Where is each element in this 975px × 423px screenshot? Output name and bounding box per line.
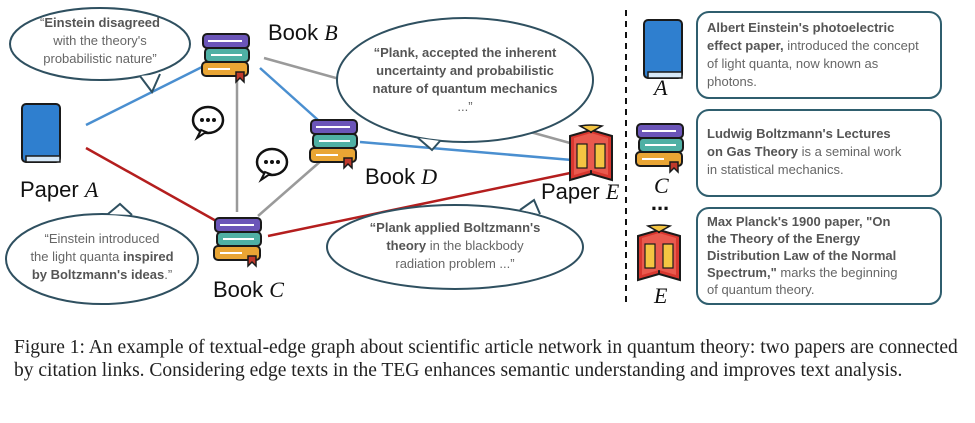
open-book-icon	[637, 224, 681, 281]
text-segment: “	[40, 15, 44, 30]
text-segment: Albert Einstein's photoelectric	[707, 20, 894, 35]
edge-d-e	[359, 140, 573, 162]
bubble-plank-accepted-text: “Plank, accepted the inherent uncertainty…	[373, 45, 558, 114]
node-book-c: Book C	[213, 217, 284, 302]
legend-item-e: E Max Planck's 1900 paper, "On the Theory…	[637, 207, 942, 308]
edge-c-e	[267, 170, 576, 238]
text-segment: in the blackbody	[426, 238, 524, 253]
text-segment: by Boltzmann's ideas	[32, 267, 164, 282]
blue-book-icon	[643, 19, 683, 79]
text-segment: introduced the concept	[784, 38, 920, 53]
legend-description: Ludwig Boltzmann's Lectures on Gas Theory…	[707, 126, 902, 177]
bubble-plank-applied-text: “Plank applied Boltzmann's theory in the …	[370, 220, 541, 271]
text-segment: Ludwig Boltzmann's Lectures	[707, 126, 891, 141]
book-stack-icon	[309, 119, 358, 169]
legend-description: Max Planck's 1900 paper, "On the Theory o…	[707, 214, 897, 297]
node-book-d-label: Book D	[365, 164, 437, 189]
legend-description: Albert Einstein's photoelectric effect pa…	[707, 20, 919, 89]
text-segment: the light quanta	[30, 249, 123, 264]
book-stack-icon	[201, 33, 250, 83]
text-segment: the Theory of the Energy	[707, 231, 861, 246]
figure-caption: Figure 1: An example of textual-edge gra…	[14, 337, 958, 381]
text-segment: theory	[386, 238, 427, 253]
teg-diagram: “Einstein disagreed with the theory's prob…	[5, 7, 942, 308]
legend-item-c: C Ludwig Boltzmann's Lectures on Gas Theo…	[635, 109, 942, 198]
text-segment: ...”	[457, 99, 472, 114]
bubble-einstein-disagreed: “Einstein disagreed with the theory's prob…	[9, 7, 191, 94]
text-segment: with the theory's	[52, 33, 147, 48]
bubble-einstein-introduced: “Einstein introduced the light quanta ins…	[5, 202, 199, 305]
open-book-icon	[569, 124, 613, 181]
edge-b-d	[259, 67, 319, 121]
text-segment: .”	[164, 267, 172, 282]
text-segment: “Plank applied Boltzmann's	[370, 220, 541, 235]
blue-book-icon	[21, 103, 61, 163]
chat-bubble-icon	[191, 105, 225, 140]
node-book-b: Book B	[201, 20, 338, 83]
text-segment: “Einstein introduced	[45, 231, 160, 246]
legend-ellipsis: ...	[651, 190, 669, 215]
text-segment: of quantum theory.	[707, 282, 814, 297]
node-book-b-label: Book B	[268, 20, 338, 45]
legend-letter: E	[653, 283, 668, 308]
node-book-d: Book D	[309, 119, 437, 189]
legend-item-a: A Albert Einstein's photoelectric effect …	[643, 11, 942, 100]
chat-bubble-icon	[255, 147, 289, 182]
text-segment: Distribution Law of the Normal	[707, 248, 896, 263]
edge-a-c	[85, 146, 219, 224]
node-paper-e: Paper E	[541, 124, 620, 204]
text-segment: radiation problem ...”	[395, 256, 514, 271]
node-paper-a-label: Paper A	[20, 177, 99, 202]
text-segment: inspired	[123, 249, 174, 264]
bubble-plank-applied: “Plank applied Boltzmann's theory in the …	[326, 198, 584, 290]
text-segment: nature of quantum mechanics	[373, 81, 558, 96]
edge-a-b	[85, 58, 217, 127]
legend-letter: C	[654, 173, 669, 198]
edge-c-d	[257, 159, 323, 217]
text-segment: Max Planck's 1900 paper, "On	[707, 214, 890, 229]
text-segment: photons.	[707, 74, 757, 89]
bubble-plank-accepted: “Plank, accepted the inherent uncertainty…	[336, 17, 594, 152]
text-segment: uncertainty and probabilistic	[376, 63, 554, 78]
bubble-einstein-introduced-text: “Einstein introduced the light quanta ins…	[30, 231, 173, 282]
text-segment: of light quanta, now known as	[707, 56, 879, 71]
node-paper-e-label: Paper E	[541, 179, 620, 204]
book-stack-icon	[213, 217, 262, 267]
text-segment: Einstein disagreed	[44, 15, 160, 30]
text-segment: marks the beginning	[777, 265, 898, 280]
legend-letter: A	[652, 75, 668, 100]
text-segment: in statistical mechanics.	[707, 162, 844, 177]
text-segment: probabilistic nature”	[43, 51, 156, 66]
text-segment: effect paper,	[707, 38, 784, 53]
text-segment: on Gas Theory	[707, 144, 799, 159]
bubble-einstein-disagreed-text: “Einstein disagreed with the theory's prob…	[40, 15, 160, 66]
text-segment: “Plank, accepted the inherent	[374, 45, 557, 60]
node-paper-a: Paper A	[20, 103, 99, 202]
book-stack-icon	[635, 123, 684, 173]
text-segment: Spectrum,"	[707, 265, 777, 280]
text-segment: is a seminal work	[798, 144, 902, 159]
node-book-c-label: Book C	[213, 277, 284, 302]
